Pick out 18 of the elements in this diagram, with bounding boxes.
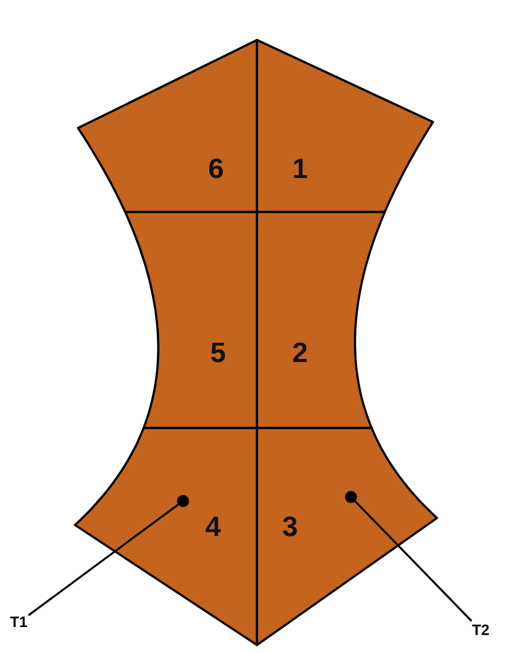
- region: [256, 210, 386, 430]
- region-number: 6: [208, 153, 224, 184]
- dot-marker: [177, 495, 189, 507]
- region-number: 5: [210, 337, 226, 368]
- region-number: 2: [292, 337, 308, 368]
- region: [256, 426, 438, 646]
- leader-line: [354, 500, 472, 622]
- leader-line: [28, 504, 179, 616]
- region: [74, 426, 258, 646]
- terminal-label: T1: [10, 614, 28, 631]
- terminal-label: T2: [472, 622, 490, 639]
- region: [124, 210, 258, 430]
- region: [256, 38, 434, 214]
- region-number: 1: [292, 153, 308, 184]
- region-number: 3: [282, 511, 298, 542]
- region: [76, 38, 258, 214]
- region-number: 4: [205, 511, 221, 542]
- dot-marker: [345, 491, 357, 503]
